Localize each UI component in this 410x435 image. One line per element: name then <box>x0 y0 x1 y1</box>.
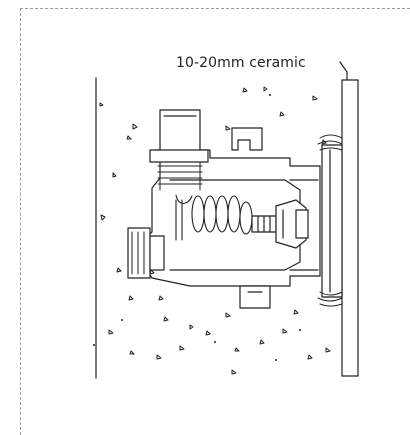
top-thread <box>157 161 203 191</box>
concrete-dots <box>93 94 301 361</box>
inner-channel <box>289 179 319 271</box>
dashed-border-left <box>20 8 21 435</box>
cover-flange <box>321 144 343 298</box>
coiled-tube <box>175 194 253 241</box>
side-outlet-thread <box>131 231 145 275</box>
ceramic-tile <box>341 79 359 377</box>
side-outlet-collar <box>149 235 165 271</box>
top-nut <box>149 149 209 163</box>
dashed-border-top <box>20 8 410 9</box>
mounting-bracket-top <box>231 127 263 151</box>
mounting-bracket-bottom <box>239 285 271 309</box>
side-outlet-nut <box>127 227 151 279</box>
sealing-gasket-bottom <box>317 291 343 307</box>
sealing-gasket-top <box>317 134 343 151</box>
solenoid-connector <box>251 199 309 249</box>
concrete-aggregate <box>99 86 331 375</box>
ceramic-thickness-label: 10-20mm ceramic <box>176 55 306 71</box>
